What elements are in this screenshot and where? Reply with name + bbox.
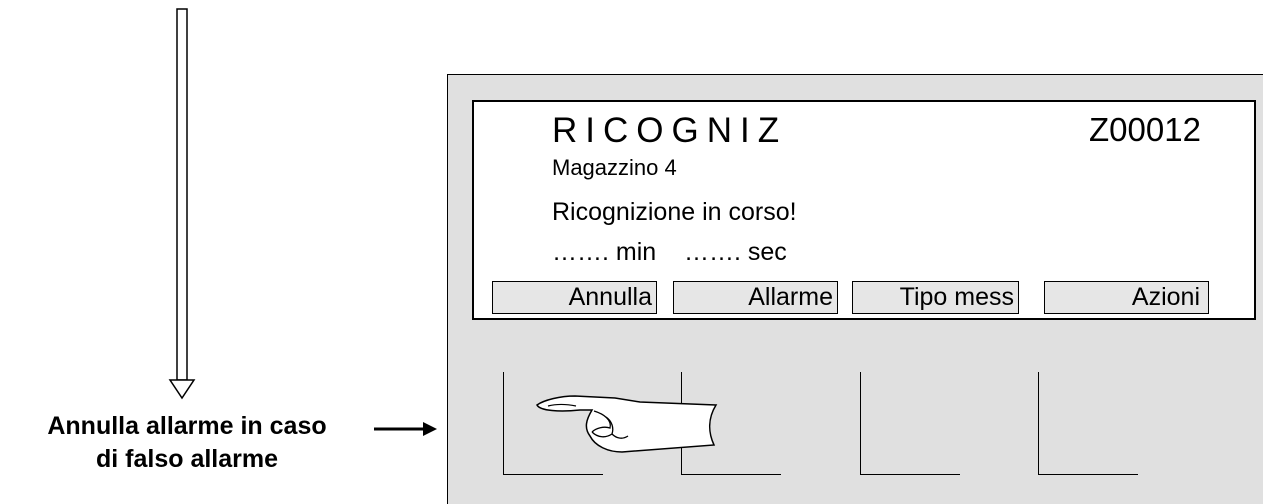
status-message: Ricognizione in corso! [552,198,797,226]
annotation-callout: Annulla allarme in caso di falso allarme [0,410,374,476]
softkey-label-allarme: Allarme [673,281,838,314]
softkey-label-tipo-mess: Tipo mess [852,281,1019,314]
softkey-button-tipo-mess[interactable] [860,372,960,475]
zone-code: Z00012 [1089,111,1201,148]
softkey-label-annulla: Annulla [492,281,657,314]
softkey-button-annulla[interactable] [503,372,603,475]
annotation-line-1: Annulla allarme in caso [47,412,327,440]
softkey-label-azioni: Azioni [1044,281,1209,314]
softkey-button-azioni[interactable] [1038,372,1138,475]
timer-readout: ……. min ……. sec [552,238,787,266]
annotation-line-2: di falso allarme [95,445,279,473]
location-label: Magazzino 4 [552,155,677,180]
mode-title: RICOGNIZ [552,111,788,150]
